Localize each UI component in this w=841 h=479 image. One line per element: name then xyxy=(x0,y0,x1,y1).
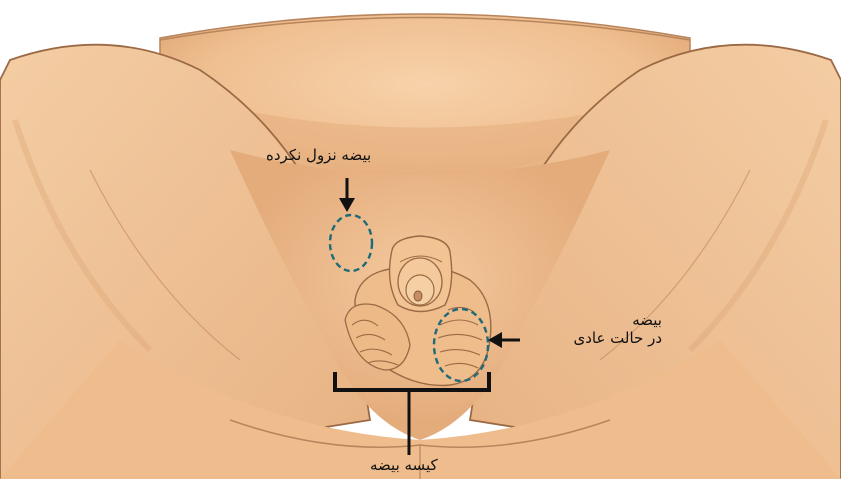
normal-testis-label-line1: بیضه xyxy=(540,311,662,329)
normal-testis-label: بیضه در حالت عادی xyxy=(540,311,662,347)
normal-testis-label-line2: در حالت عادی xyxy=(540,329,662,347)
penis-shape xyxy=(390,236,452,312)
scrotum-label: کیسه بیضه xyxy=(370,456,438,474)
undescended-testis-label: بیضه نزول نکرده xyxy=(266,146,371,164)
